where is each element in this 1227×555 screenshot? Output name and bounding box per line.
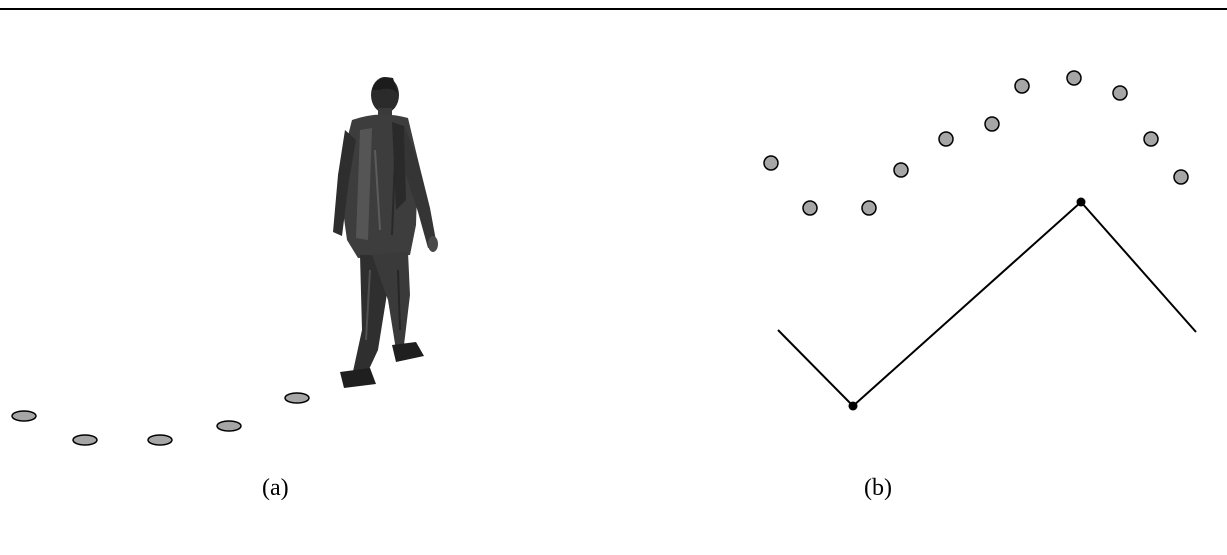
gait-marker-icon: [939, 132, 953, 146]
gait-marker-icon: [985, 117, 999, 131]
footprint-icon: [12, 411, 36, 421]
gait-marker-icon: [803, 201, 817, 215]
footprint-trail: [12, 393, 309, 445]
gait-polyline: [778, 202, 1196, 406]
panel-a: [12, 77, 438, 445]
gait-marker-icon: [1015, 79, 1029, 93]
panel-b: [764, 71, 1196, 411]
walking-person-icon: [333, 77, 438, 388]
footprint-icon: [73, 435, 97, 445]
gait-marker-icon: [1144, 132, 1158, 146]
gait-marker-icon: [1067, 71, 1081, 85]
caption-b: (b): [864, 475, 892, 502]
footprint-icon: [217, 421, 241, 431]
gait-marker-icon: [894, 163, 908, 177]
caption-a: (a): [262, 475, 289, 502]
footprint-icon: [285, 393, 309, 403]
keypoint-dot-icon: [1077, 198, 1086, 207]
gait-marker-set: [764, 71, 1188, 215]
gait-marker-icon: [764, 156, 778, 170]
gait-marker-icon: [1174, 170, 1188, 184]
footprint-icon: [148, 435, 172, 445]
keypoint-dot-icon: [849, 402, 858, 411]
gait-marker-icon: [1113, 86, 1127, 100]
gait-marker-icon: [862, 201, 876, 215]
